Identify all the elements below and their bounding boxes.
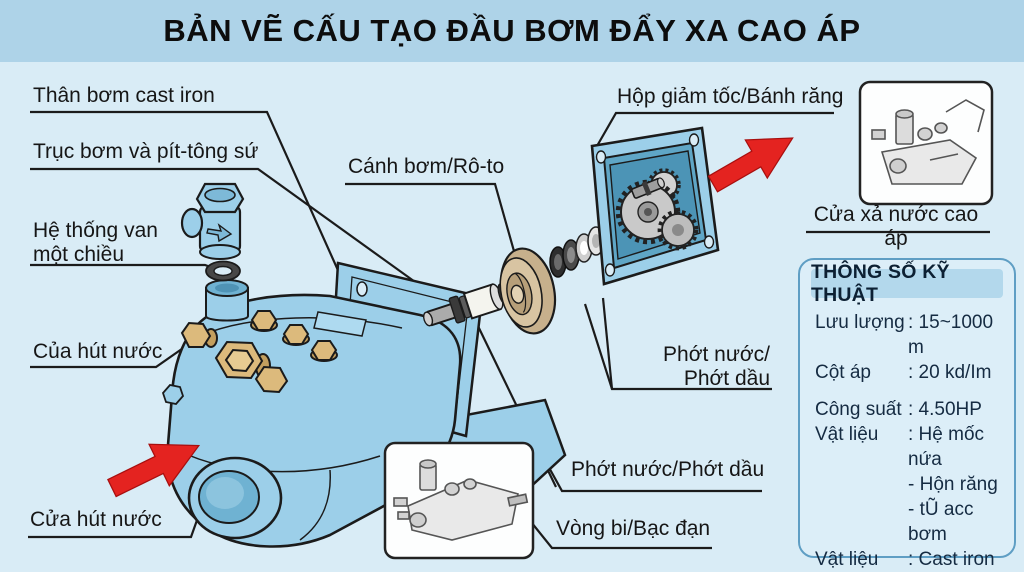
spec-row-value: : 4.50HP: [908, 399, 982, 420]
spec-row-label: Vật liệu: [815, 549, 879, 570]
label-seals-upper-line2: Phớt dầu: [683, 366, 770, 390]
spec-row: Cột áp : 20 kd/Im: [815, 360, 1010, 385]
impeller-illustration: [499, 247, 557, 335]
label-check-valve-line2: một chiều: [33, 242, 125, 266]
assembled-inset-box: [383, 441, 535, 560]
spec-row-label: Vật liệu: [815, 424, 879, 445]
label-gearbox: Hộp giảm tốc/Bánh răng: [617, 85, 844, 108]
gears: [615, 168, 699, 251]
label-check-valve: Hệ thống van một chiều: [33, 219, 158, 266]
suction-inlet-port: [187, 456, 283, 540]
spec-row-value: : 15~1000 m: [908, 312, 994, 358]
gearbox-illustration: [590, 126, 720, 286]
valve-port: [205, 279, 249, 322]
discharge-inset-box: [858, 80, 994, 206]
label-seals-upper: Phớt nước/ Phớt dầu: [620, 343, 770, 390]
gear-shaft-piece: [631, 177, 665, 199]
red-arrow-suction: [107, 443, 201, 498]
spec-row-value: - Hộn răng: [908, 474, 998, 495]
spec-row-label: [815, 472, 908, 497]
label-suction-lower: Cửa hút nước: [30, 508, 162, 531]
spec-row-label: Cột áp: [815, 362, 871, 383]
spec-row-label: [815, 497, 908, 547]
check-valve-illustration: [180, 182, 245, 282]
spec-row-value: : 20 kd/Im: [908, 362, 992, 383]
label-seals-upper-line1: Phớt nước/: [663, 343, 770, 366]
spec-rows: Lưu lượng : 15~1000 m Cột áp : 20 kd/Im …: [800, 298, 1014, 572]
spec-row-value: - tŨ acc bơm: [908, 499, 974, 545]
red-arrow-discharge: [707, 137, 794, 193]
spec-row-label: Công suất: [815, 399, 902, 420]
label-pump-body: Thân bơm cast iron: [33, 84, 215, 107]
spec-row-value: : Hệ mốc nứa: [908, 424, 985, 470]
spec-row-value: : Cast iron: [908, 549, 995, 570]
spec-panel-header: THÔNG SỐ KỸ THUẬT: [811, 261, 1003, 306]
spec-row: - tŨ acc bơm: [815, 497, 1010, 547]
brass-fittings: [180, 310, 338, 394]
spec-row: Vật liệu : Hệ mốc nứa: [815, 422, 1010, 472]
spec-row: Lưu lượng : 15~1000 m: [815, 310, 1010, 360]
label-seals-lower: Phớt nước/Phớt dầu: [571, 458, 765, 481]
label-check-valve-line1: Hệ thống van: [33, 219, 158, 242]
spec-panel: THÔNG SỐ KỸ THUẬT Lưu lượng : 15~1000 m …: [798, 258, 1016, 570]
o-ring: [205, 260, 241, 282]
label-suction-upper: Của hút nước: [33, 340, 163, 363]
label-bearing: Vòng bi/Bạc đạn: [556, 517, 711, 540]
discharge-inset-sketch: [871, 99, 985, 185]
label-impeller: Cánh bơm/Rô-to: [348, 155, 505, 178]
spec-row: Công suất : 4.50HP: [815, 397, 1010, 422]
label-discharge-port: Cửa xả nước cao áp: [813, 203, 979, 250]
assembled-inset-sketch: [393, 459, 529, 541]
title-banner: BẢN VẼ CẤU TẠO ĐẦU BƠM ĐẨY XA CAO ÁP: [0, 0, 1024, 62]
spec-row-label: Lưu lượng: [815, 312, 905, 333]
page-title: BẢN VẼ CẤU TẠO ĐẦU BƠM ĐẨY XA CAO ÁP: [163, 13, 861, 48]
seals-illustration: [549, 226, 605, 278]
spec-row: Vật liệu : Cast iron: [815, 547, 1010, 572]
spec-row: - Hộn răng: [815, 472, 1010, 497]
label-shaft-piston: Trục bơm và pít-tông sứ: [33, 140, 259, 163]
